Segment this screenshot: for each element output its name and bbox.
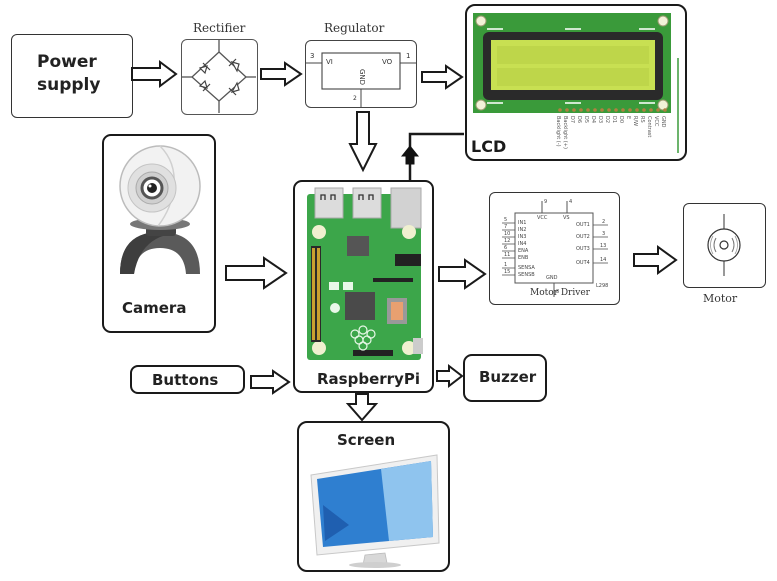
lcd-pin-label: D5 [583,116,589,124]
regulator-pin-vo: VO [382,58,393,66]
md-pin-right: OUT1 [576,222,590,228]
md-pin-left: SENSA [518,265,535,271]
md-pin-left-num: 6 [504,245,508,251]
md-pin-bottom: GND [546,275,558,281]
monitor-icon [310,454,440,568]
lcd-label: LCD [471,137,507,156]
raspberrypi-block: RaspberryPi [293,180,434,393]
lcd-pin-label: D3 [597,116,603,124]
rectifier-block [181,39,258,115]
lcd-module-icon [473,13,679,153]
md-pin-right-num: 13 [600,243,607,249]
md-pin-left-num: 7 [504,224,508,230]
md-pin-left-num: 15 [504,269,511,275]
motor-driver-block: IN1 IN2 IN3 IN4 ENA ENB SENSA SENSB 5 7 … [489,192,620,305]
arrow-rectifier-to-regulator [260,61,303,87]
arrow-regulator-to-lcd [421,64,464,90]
motor-block [683,203,766,288]
screen-block: Screen [297,421,450,572]
lcd-pin-label: R/W [632,116,638,127]
md-pin-top-num: 4 [569,199,573,205]
md-pin-top: VS [563,215,570,221]
md-pin-left-num: 12 [504,238,511,244]
md-pin-right-num: 3 [602,231,606,237]
buzzer-label: Buzzer [479,368,537,386]
raspberrypi-board-icon [307,187,423,360]
regulator-label: Regulator [324,21,385,35]
regulator-pin-1: 1 [406,52,411,60]
lcd-pin-label: D7 [569,116,575,124]
buttons-block: Buttons [130,365,245,394]
arrow-motor-driver-to-motor [633,245,678,275]
dc-motor-icon [707,214,741,276]
regulator-schematic-icon [306,52,416,107]
arrow-raspberrypi-to-buzzer [436,363,464,389]
arrow-raspberrypi-to-motor-driver [438,258,487,290]
lcd-pin-label: GND [660,116,666,128]
regulator-pin-vi: VI [326,58,333,66]
webcam-icon [119,145,201,274]
camera-label: Camera [122,299,187,317]
md-pin-left: IN3 [518,234,527,240]
md-pin-left: IN2 [518,227,527,233]
md-pin-top-num: 9 [544,199,548,205]
md-pin-left: SENSB [518,272,535,278]
md-pin-right: OUT4 [576,260,590,266]
camera-block: Camera [102,134,216,333]
md-pin-top: VCC [537,215,548,221]
motor-driver-schematic-icon [502,201,608,297]
buttons-label: Buttons [152,371,219,389]
md-pin-left-num: 10 [504,231,511,237]
regulator-block: 3 1 VI VO GND 2 [305,40,417,108]
md-pin-left: IN1 [518,220,527,226]
arrow-buttons-to-raspberrypi [250,369,291,395]
lcd-pin-label: D4 [590,116,596,124]
md-pin-left-num: 11 [504,252,511,258]
md-pin-left: IN4 [518,241,527,247]
md-pin-left-num: 5 [504,217,508,223]
buzzer-block: Buzzer [463,354,547,402]
rectifier-label: Rectifier [193,21,246,35]
lcd-pin-label: D1 [611,116,617,124]
md-pin-right: OUT2 [576,234,590,240]
motor-driver-label: Motor Driver [530,288,590,298]
lcd-pin-label: VCC [653,116,659,127]
arrow-raspberrypi-to-screen [345,393,379,422]
power-supply-label-line2: supply [37,75,101,95]
lcd-pin-labels: Backlight (-) Backlight (+) D7 D6 D5 D4 … [555,116,675,156]
md-pin-right: OUT3 [576,246,590,252]
regulator-pin-3: 3 [310,52,315,60]
arrow-camera-to-raspberrypi [225,256,288,290]
md-pin-left: ENA [518,248,529,254]
lcd-pin-label: Contrast [646,116,652,138]
md-part-number: L298 [596,283,609,289]
motor-driver-pin-labels: IN1 IN2 IN3 IN4 ENA ENB SENSA SENSB 5 7 … [490,193,618,303]
regulator-pin-gnd: GND [358,68,367,86]
raspberrypi-label: RaspberryPi [317,370,420,388]
lcd-pin-label: RS [639,116,645,123]
md-pin-right-num: 14 [600,257,607,263]
lcd-pin-label: D0 [618,116,624,124]
lcd-pin-label: E [625,116,631,120]
md-pin-left: ENB [518,255,529,261]
md-pin-left-num: 1 [504,262,508,268]
power-supply-block: Power supply [11,34,133,118]
lcd-pin-label: D2 [604,116,610,124]
lcd-block: Backlight (-) Backlight (+) D7 D6 D5 D4 … [465,4,687,161]
lcd-pin-label: Backlight (+) [562,116,568,149]
power-supply-label-line1: Power [37,52,97,72]
arrow-regulator-to-raspberrypi [348,111,378,173]
md-pin-bottom-num: 8 [556,289,560,295]
regulator-pin-2: 2 [353,95,357,102]
lcd-pin-label: D6 [576,116,582,124]
bridge-rectifier-icon [182,40,256,113]
connector-raspberrypi-to-lcd [400,132,464,180]
md-pin-right-num: 2 [602,219,606,225]
motor-label: Motor [703,292,738,305]
arrow-power-to-rectifier [131,60,178,88]
lcd-pin-label: Backlight (-) [555,116,561,147]
screen-label: Screen [337,431,396,449]
